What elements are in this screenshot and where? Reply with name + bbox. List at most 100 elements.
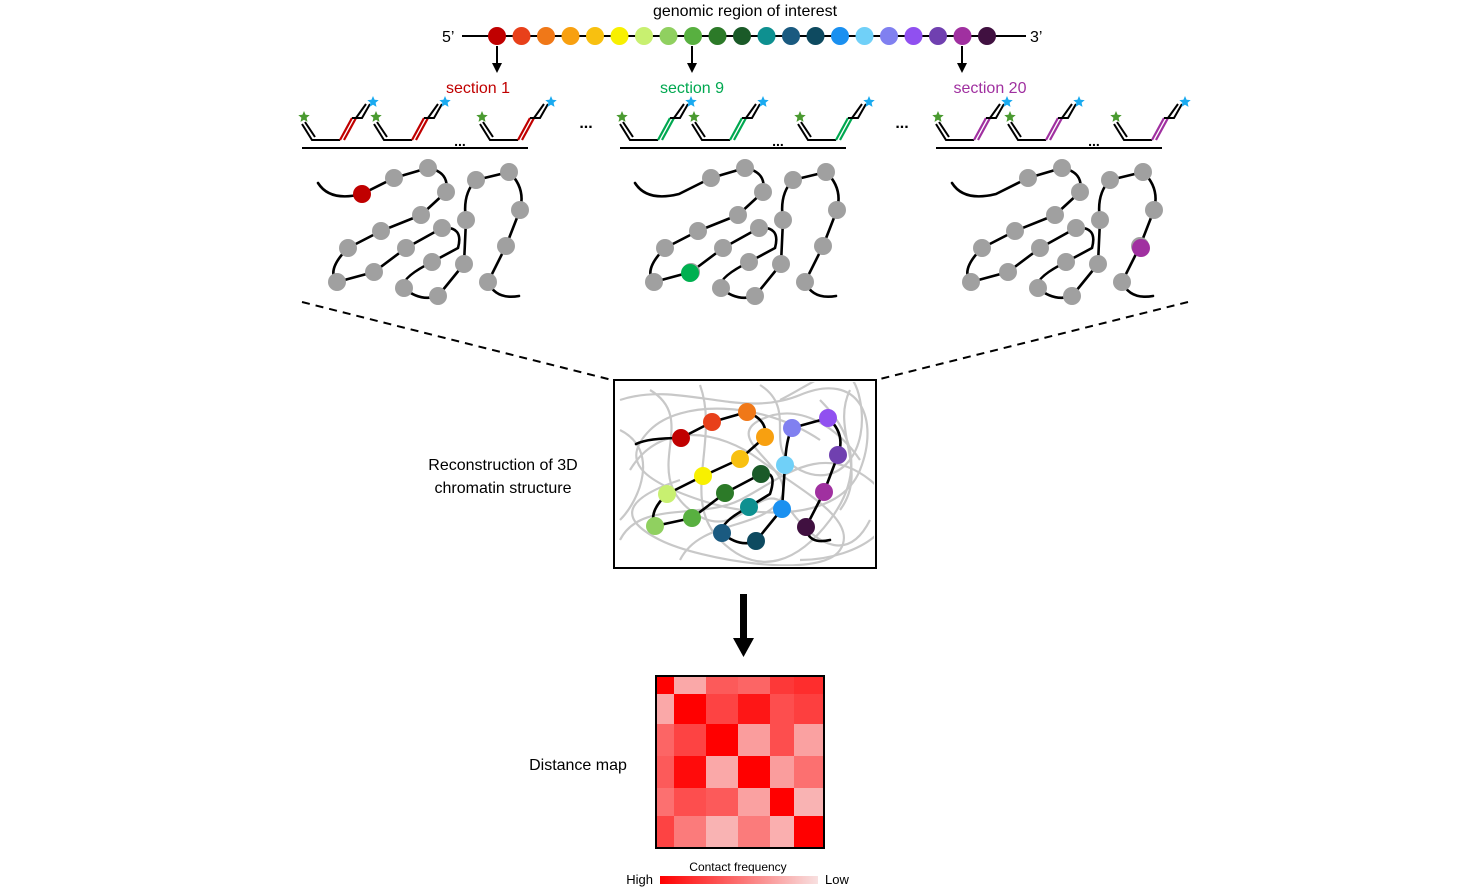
chromatin-node xyxy=(1046,206,1064,224)
heatmap-cell xyxy=(656,788,674,816)
heatmap-cell xyxy=(770,756,794,788)
reconstructed-node xyxy=(815,483,833,501)
chromatin-chain xyxy=(950,166,1157,300)
star-icon xyxy=(545,96,557,107)
legend-high: High xyxy=(626,872,653,887)
probe-group-3: ... xyxy=(932,96,1191,149)
chromatin-panel-1 xyxy=(316,159,529,305)
heatmap-cell xyxy=(794,756,824,788)
heatmap-cell xyxy=(674,756,706,788)
heatmap-cell xyxy=(770,694,794,724)
reconstructed-node xyxy=(713,524,731,542)
chromatin-node xyxy=(419,159,437,177)
zoom-line-right xyxy=(875,301,1189,381)
chromatin-node xyxy=(1029,279,1047,297)
reconstructed-node xyxy=(783,419,801,437)
genomic-bead xyxy=(953,27,972,45)
heatmap-cell xyxy=(656,676,674,694)
probe xyxy=(370,96,451,141)
heatmap-cell xyxy=(656,756,674,788)
probe xyxy=(476,96,557,141)
heatmap-cell xyxy=(706,724,738,756)
reconstructed-node xyxy=(747,532,765,550)
legend-title: Contact frequency xyxy=(689,860,786,874)
probe xyxy=(688,96,769,141)
star-icon xyxy=(298,111,310,122)
reconstructed-node xyxy=(683,509,701,527)
reconstruction-label-line1: Reconstruction of 3D xyxy=(428,457,577,474)
star-icon xyxy=(863,96,875,107)
genomic-bead xyxy=(610,27,629,45)
chromatin-node xyxy=(712,279,730,297)
heatmap-cell xyxy=(706,816,738,848)
heatmap-cell xyxy=(674,724,706,756)
chromatin-chain xyxy=(633,166,840,300)
three-prime-label: 3’ xyxy=(1030,29,1042,46)
genomic-bead xyxy=(806,27,825,45)
genomic-bead xyxy=(512,27,531,45)
star-icon xyxy=(370,111,382,122)
chromatin-node xyxy=(511,201,529,219)
genomic-bead xyxy=(978,27,996,45)
probe xyxy=(1004,96,1085,141)
star-icon xyxy=(616,111,628,122)
heatmap-cell xyxy=(706,756,738,788)
heatmap-cell xyxy=(738,756,770,788)
probe xyxy=(298,96,379,141)
legend-low: Low xyxy=(825,872,849,887)
chromatin-node xyxy=(729,206,747,224)
reconstructed-node xyxy=(797,518,815,536)
section-20-label: section 20 xyxy=(954,80,1027,97)
heatmap-cell xyxy=(770,788,794,816)
chromatin-node xyxy=(1091,211,1109,229)
chromatin-node xyxy=(750,219,768,237)
heatmap-cell xyxy=(674,676,706,694)
chromatin-node xyxy=(423,253,441,271)
genomic-bead xyxy=(708,27,727,45)
star-icon xyxy=(476,111,488,122)
heatmap-cell xyxy=(706,676,738,694)
reconstructed-node xyxy=(731,450,749,468)
highlight-node xyxy=(1132,239,1150,257)
chromatin-node xyxy=(365,263,383,281)
genomic-bead xyxy=(488,27,506,45)
chromatin-node xyxy=(1145,201,1163,219)
reconstructed-node xyxy=(703,413,721,431)
region-title: genomic region of interest xyxy=(653,3,838,20)
chromatin-node xyxy=(1057,253,1075,271)
chromatin-node xyxy=(714,239,732,257)
probe xyxy=(932,96,1013,141)
reconstructed-node xyxy=(646,517,664,535)
chromatin-node xyxy=(817,163,835,181)
chromatin-node xyxy=(328,273,346,291)
chromatin-node xyxy=(796,273,814,291)
probe xyxy=(616,96,697,141)
star-icon xyxy=(685,96,697,107)
chromatin-node xyxy=(372,222,390,240)
chromatin-node xyxy=(973,239,991,257)
heatmap-cell xyxy=(794,676,824,694)
genomic-bead xyxy=(855,27,874,45)
star-icon xyxy=(688,111,700,122)
chromatin-node xyxy=(1031,239,1049,257)
background-chain xyxy=(629,433,846,566)
chromatin-chain xyxy=(316,166,523,300)
genomic-bead xyxy=(537,27,555,45)
distance-map-heatmap xyxy=(656,676,824,848)
chromatin-node xyxy=(962,273,980,291)
reconstructed-node xyxy=(694,467,712,485)
probe-dots: ... xyxy=(1088,133,1100,149)
chromatin-node xyxy=(702,169,720,187)
reconstructed-node xyxy=(752,465,770,483)
chromatin-node xyxy=(455,255,473,273)
probe xyxy=(1110,96,1191,141)
star-icon xyxy=(757,96,769,107)
reconstructed-chain xyxy=(634,410,842,545)
reconstructed-node xyxy=(756,428,774,446)
probe-dots: ... xyxy=(454,133,466,149)
probe-dots: ... xyxy=(772,133,784,149)
chromatin-node xyxy=(736,159,754,177)
chromatin-node xyxy=(645,273,663,291)
between-dots-1: ... xyxy=(579,115,592,132)
